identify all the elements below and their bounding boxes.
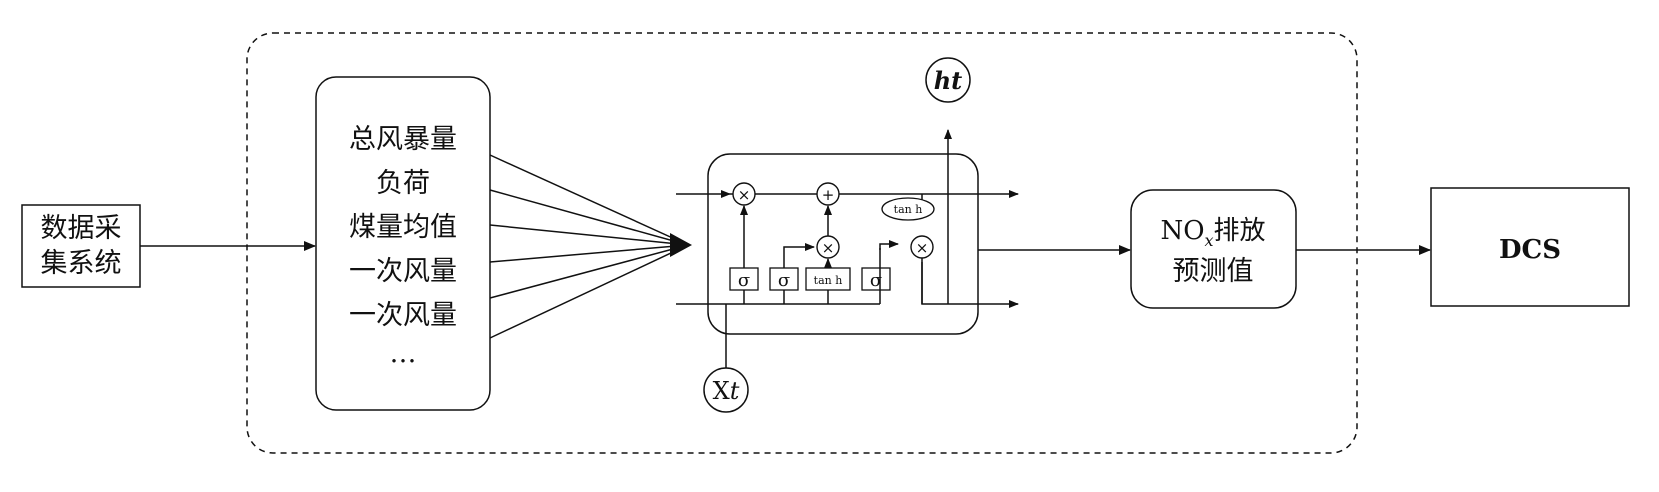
dcs-label: DCS xyxy=(1499,235,1561,265)
gate-wires xyxy=(740,129,952,304)
feature-item: 一次风量 xyxy=(349,300,457,331)
input-gate-label: σ xyxy=(778,270,790,291)
data-source-label-line2: 集系统 xyxy=(41,248,122,279)
data-source-label-line1: 数据采 xyxy=(41,213,122,244)
dcs-box xyxy=(1430,187,1630,307)
forget-gate-label: σ xyxy=(738,270,750,291)
feature-fan-lines xyxy=(489,154,689,339)
feature-item: 总风暴量 xyxy=(349,124,457,155)
input-gate-box xyxy=(769,267,799,291)
lstm-cell xyxy=(707,153,979,335)
multiply-symbol: × xyxy=(738,186,751,204)
feature-item: 负荷 xyxy=(376,168,430,199)
input-label: Xt xyxy=(713,377,740,405)
add-symbol: + xyxy=(822,186,835,204)
prediction-box xyxy=(1130,189,1297,309)
fan-arrowhead xyxy=(670,233,692,257)
feature-item: … xyxy=(390,338,417,369)
model-boundary xyxy=(246,32,1358,454)
features-box xyxy=(315,76,491,411)
add-node xyxy=(816,182,840,206)
output-node-ht xyxy=(925,57,971,103)
tanh-label: tan h xyxy=(894,203,923,216)
output-label: ht xyxy=(934,66,963,95)
multiply-symbol: × xyxy=(916,239,929,257)
input-multiply-node xyxy=(816,235,840,259)
output-multiply-node xyxy=(910,235,934,259)
feature-item: 煤量均值 xyxy=(349,212,457,243)
forget-multiply-node xyxy=(732,182,756,206)
prediction-label-line1: NOx排放 xyxy=(1160,216,1265,250)
forget-gate-box xyxy=(729,267,759,291)
candidate-gate-box xyxy=(805,267,851,291)
prediction-label-line2: 预测值 xyxy=(1173,256,1254,287)
output-gate-label: σ xyxy=(870,270,882,291)
candidate-gate-label: tan h xyxy=(814,274,843,287)
hidden-state-out xyxy=(921,250,1019,308)
feature-item: 一次风量 xyxy=(349,256,457,287)
multiply-symbol: × xyxy=(822,239,835,257)
output-gate-box xyxy=(861,267,891,291)
tanh-node xyxy=(881,197,935,221)
